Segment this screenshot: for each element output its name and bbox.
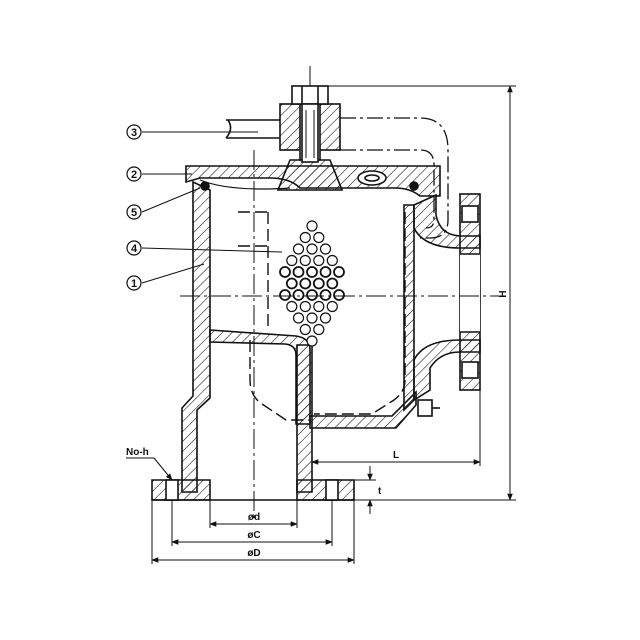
callout-1: 1	[126, 275, 142, 291]
perforation-hole	[326, 254, 338, 267]
screen-perforations	[279, 220, 345, 347]
callout-5: 5	[126, 204, 142, 220]
perforation-hole	[333, 266, 345, 278]
perforation-hole	[319, 312, 332, 324]
svg-text:4: 4	[131, 243, 138, 255]
perforation-hole	[306, 312, 318, 324]
svg-text:5: 5	[131, 207, 137, 219]
perforation-hole	[326, 277, 339, 290]
svg-text:3: 3	[131, 127, 137, 139]
bolt-head	[291, 85, 329, 105]
dim-bore: ød	[248, 512, 260, 523]
o-ring-right	[409, 181, 419, 191]
dim-thickness: t	[378, 486, 382, 497]
bottom-flange	[151, 479, 211, 501]
bolt-shank	[301, 103, 319, 163]
perforation-hole	[312, 277, 325, 290]
callout-4: 4	[126, 240, 142, 256]
perforation-hole	[306, 335, 318, 347]
callout-3: 3	[126, 124, 142, 140]
dim-length: L	[393, 450, 399, 461]
perforation-hole	[313, 254, 325, 267]
perforation-hole	[299, 254, 311, 267]
dim-no-h: No-h	[126, 447, 149, 458]
left-wall	[181, 180, 211, 493]
callout-leaders	[141, 131, 283, 284]
dim-outer: øD	[247, 548, 260, 559]
callout-2: 2	[126, 166, 142, 182]
perforation-hole	[306, 243, 318, 255]
drain-plug	[417, 399, 433, 417]
perforation-hole	[319, 266, 332, 278]
o-ring-left	[200, 181, 210, 191]
perforation-hole	[319, 289, 332, 301]
perforation-hole	[313, 300, 325, 313]
perforation-hole	[292, 266, 305, 278]
perforation-hole	[306, 220, 318, 232]
bolt	[291, 85, 329, 163]
inner-partition	[209, 329, 311, 425]
perforation-hole	[306, 289, 318, 301]
center-lines	[180, 66, 500, 518]
perforation-hole	[299, 231, 311, 244]
screen-basket	[238, 211, 406, 421]
svg-text:1: 1	[131, 278, 137, 290]
perforation-hole	[313, 231, 325, 244]
perforation-hole	[285, 277, 298, 290]
perforation-hole	[286, 254, 298, 267]
perforation-hole	[292, 243, 305, 255]
perforation-hole	[319, 243, 332, 255]
floor	[309, 390, 417, 429]
svg-text:2: 2	[131, 169, 137, 181]
perforation-hole	[299, 277, 312, 290]
perforation-hole	[326, 300, 338, 313]
dim-bolt-circle: øC	[247, 530, 260, 541]
perforation-hole	[292, 289, 305, 301]
perforation-hole	[299, 323, 311, 336]
dim-height: H	[498, 290, 509, 297]
cover	[185, 159, 441, 197]
perforation-hole	[313, 323, 325, 336]
perforation-hole	[292, 312, 305, 324]
perforation-hole	[286, 300, 298, 313]
perforation-hole	[279, 289, 291, 301]
perforation-hole	[299, 300, 311, 313]
perforation-hole	[333, 289, 345, 301]
dimension-lines	[126, 85, 516, 564]
perforation-hole	[306, 266, 318, 278]
perforation-hole	[279, 266, 291, 278]
